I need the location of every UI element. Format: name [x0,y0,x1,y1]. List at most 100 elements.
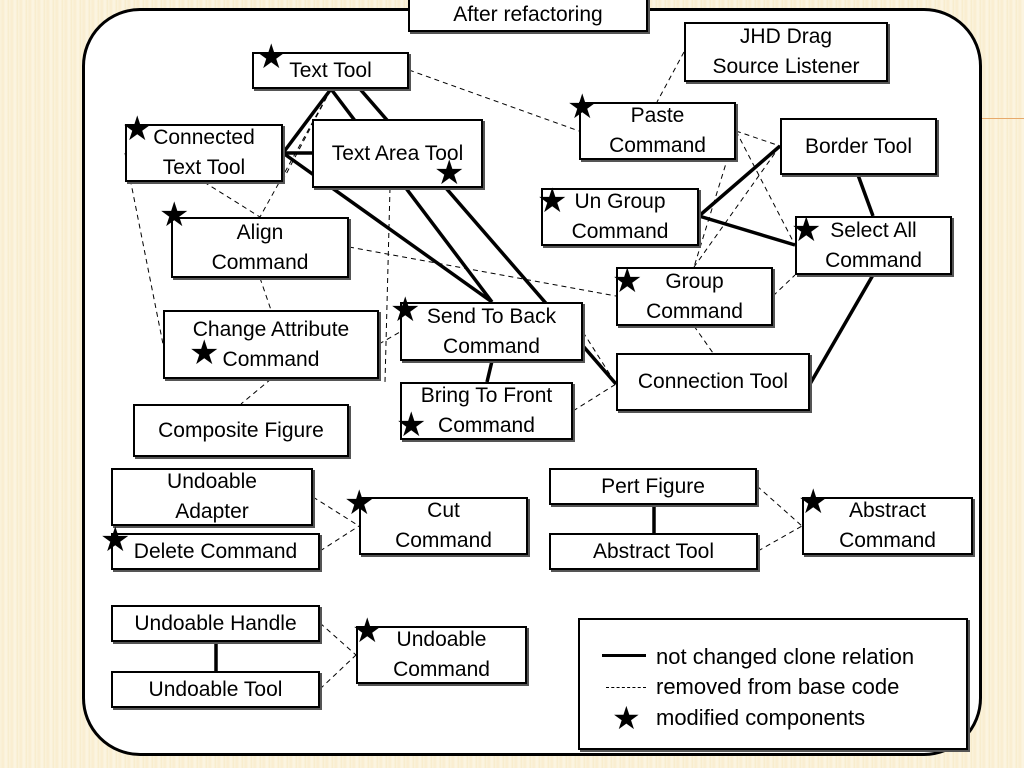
component-label: Undoable Tool [148,677,283,701]
removed-relation-line [282,88,332,181]
component-select-all-command: Select All Command [795,216,952,275]
clone-relation-line [697,144,782,218]
legend: not changed clone relation removed from … [578,618,968,750]
component-label: Undoable Command [393,628,490,681]
component-cut-command: Cut Command [359,497,528,555]
legend-solid-label: not changed clone relation [656,644,915,669]
component-send-to-back-command: Send To Back Command [400,302,583,361]
star-icon: ★ [434,154,465,192]
component-abstract-command: Abstract Command [802,497,973,555]
removed-relation-line [756,485,803,527]
diagram-title: After refactoring [408,0,648,32]
component-label: Cut Command [395,499,492,552]
removed-relation-line [772,274,796,297]
component-align-command: Align Command [171,217,349,278]
star-icon: ★ [189,334,220,372]
removed-relation-line [693,130,737,268]
legend-solid-line [602,654,646,657]
component-label: Select All Command [825,218,922,272]
component-label: Abstract Tool [592,539,714,563]
component-connected-text-tool: Connected Text Tool [125,124,283,182]
component-label: Bring To Front Command [420,384,553,437]
removed-relation-line [259,277,272,311]
component-jhd-drag: JHD Drag Source Listener [684,22,888,82]
removed-relation-line [384,187,391,383]
component-label: Undoable Adapter [167,470,257,523]
star-icon: ★ [344,484,375,522]
component-label: Connection Tool [637,370,789,393]
clone-relation-line [808,274,875,385]
component-pert-figure: Pert Figure [549,468,757,505]
component-border-tool: Border Tool [780,118,937,175]
component-undoable-command: Undoable Command [356,626,527,684]
star-icon: ★ [612,700,641,736]
component-paste-command: Paste Command [579,102,736,160]
star-icon: ★ [122,110,153,148]
component-change-attribute-command: Change Attribute Command [163,310,379,379]
component-label: Send To Back Command [426,304,557,358]
component-label: Pert Figure [601,474,705,498]
star-icon: ★ [396,406,427,444]
removed-relation-line [378,331,401,345]
component-label: Align Command [211,220,309,274]
star-icon: ★ [791,211,822,249]
component-label: Delete Command [133,539,298,563]
star-icon: ★ [390,291,421,329]
legend-dashed-label: removed from base code [656,674,900,699]
removed-relation-line [319,525,360,552]
legend-dashed-line [606,687,646,688]
star-icon: ★ [352,612,383,650]
star-icon: ★ [567,88,598,126]
component-label: Change Attribute Command [192,317,350,371]
component-label: Un Group Command [571,190,669,243]
component-label: Undoable Handle [134,611,297,635]
component-composite-figure: Composite Figure [133,404,349,457]
component-undoable-adapter: Undoable Adapter [111,468,313,526]
removed-relation-line [319,622,357,656]
component-label: Abstract Command [839,499,936,552]
clone-relation-line [856,174,875,217]
removed-relation-line [693,145,781,268]
removed-relation-line [757,525,803,552]
removed-relation-line [312,496,360,527]
component-undoable-tool: Undoable Tool [111,671,320,708]
clone-relation-line [281,87,333,155]
component-bring-to-front-command: Bring To Front Command [400,382,573,440]
component-label: Paste Command [609,104,706,157]
removed-relation-line [240,378,272,405]
component-connection-tool: Connection Tool [616,353,810,411]
legend-star-label: modified components [656,705,866,730]
component-text-area-tool: Text Area Tool [312,119,483,188]
removed-relation-line [693,325,714,354]
removed-relation-line [572,383,617,412]
star-icon: ★ [798,483,829,521]
clone-relation-line [485,360,494,383]
component-undoable-handle: Undoable Handle [111,605,320,642]
component-delete-command: Delete Command [111,533,320,570]
component-label: Connected Text Tool [153,126,255,179]
removed-relation-line [735,130,781,147]
star-icon: ★ [612,262,643,300]
star-icon: ★ [537,182,568,220]
removed-relation-line [735,130,796,246]
component-group-command: Group Command [616,267,773,326]
removed-relation-line [582,331,617,385]
removed-relation-line [319,654,357,690]
component-label: Text Tool [289,58,372,82]
component-label: Group Command [646,269,743,323]
removed-relation-line [348,246,617,297]
component-label: Composite Figure [158,418,324,442]
star-icon: ★ [100,521,131,559]
component-un-group-command: Un Group Command [541,188,699,246]
component-text-tool: Text Tool [252,52,409,89]
component-label: Text Area Tool [331,141,464,165]
star-icon: ★ [159,196,190,234]
removed-relation-line [124,152,164,345]
component-label: JHD Drag Source Listener [712,25,860,78]
accent-line [982,118,1024,119]
removed-relation-line [656,51,685,103]
removed-relation-line [203,181,261,218]
star-icon: ★ [256,38,287,76]
clone-relation-line [698,214,796,247]
component-label: Border Tool [804,134,912,158]
